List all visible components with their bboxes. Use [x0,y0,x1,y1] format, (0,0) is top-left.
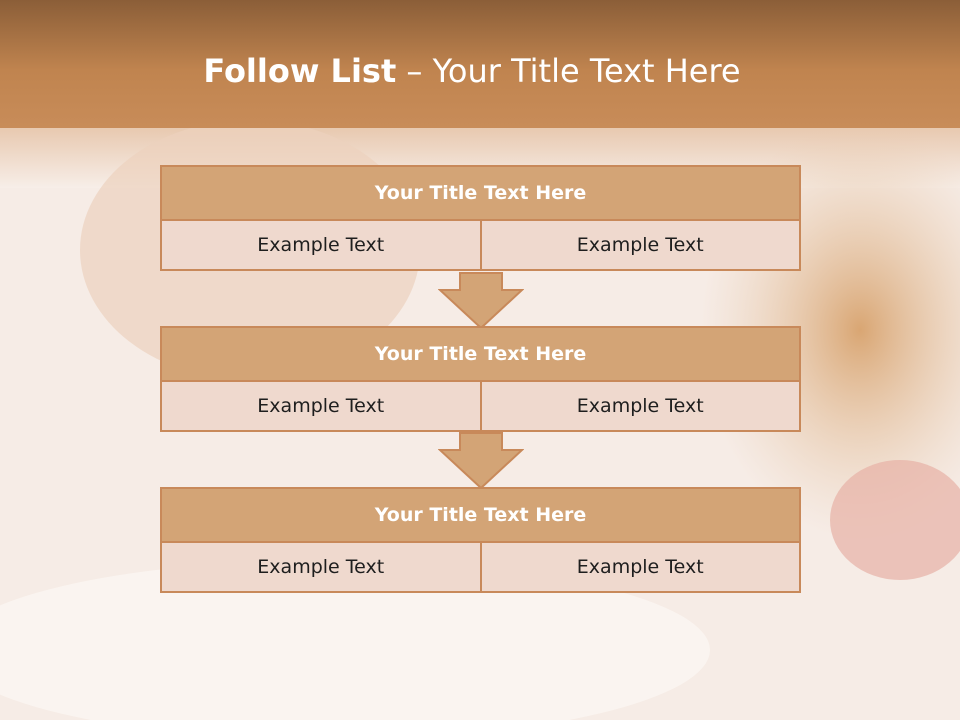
block-title: Your Title Text Here [160,326,801,382]
block-cell-right: Example Text [479,221,799,269]
slide-title-rest: – Your Title Text Here [406,52,741,90]
down-arrow-icon [438,432,524,490]
block-cell-left: Example Text [162,382,480,430]
block-title: Your Title Text Here [160,165,801,221]
list-block-1: Your Title Text Here Example Text Exampl… [160,165,801,271]
slide-title: Follow List – Your Title Text Here [0,52,944,90]
block-cell-right: Example Text [479,382,799,430]
list-block-2: Your Title Text Here Example Text Exampl… [160,326,801,432]
block-title: Your Title Text Here [160,487,801,543]
block-cell-right: Example Text [479,543,799,591]
block-cell-left: Example Text [162,543,480,591]
block-cell-left: Example Text [162,221,480,269]
block-row: Example Text Example Text [160,382,801,432]
down-arrow-icon [438,272,524,330]
block-row: Example Text Example Text [160,221,801,271]
block-row: Example Text Example Text [160,543,801,593]
slide-title-bold: Follow List [203,52,397,90]
list-block-3: Your Title Text Here Example Text Exampl… [160,487,801,593]
